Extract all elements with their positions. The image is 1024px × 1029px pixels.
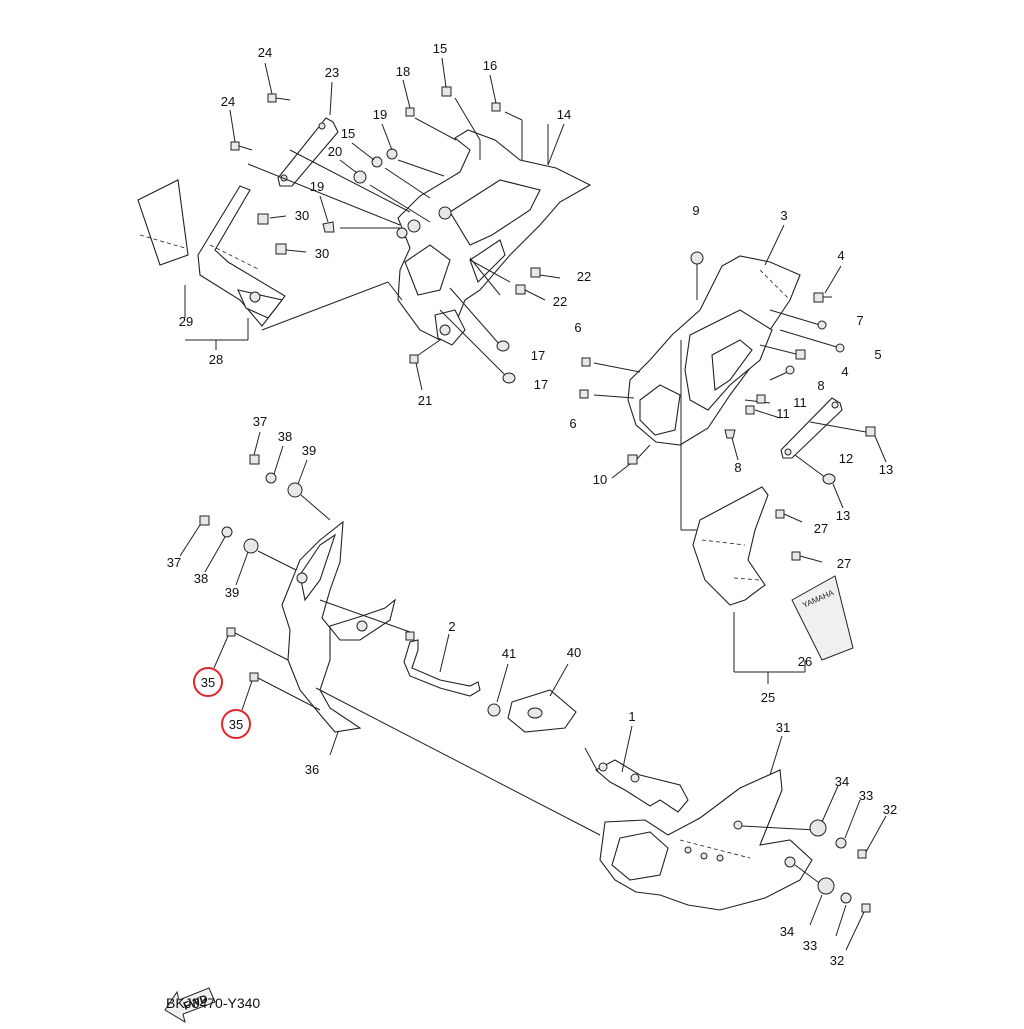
callout: 38 [194, 571, 208, 586]
highlight-ring [221, 709, 251, 739]
callout: 17 [534, 377, 548, 392]
callout: 28 [209, 352, 223, 367]
callout: 3 [780, 208, 787, 223]
callout: 4 [837, 248, 844, 263]
callout: 6 [569, 416, 576, 431]
under-cowl-31 [599, 735, 823, 911]
callout: 27 [814, 521, 828, 536]
lower-fasteners [809, 785, 887, 951]
callout: 13 [879, 462, 893, 477]
stay-2 [403, 631, 481, 697]
callout: 35 [201, 675, 215, 690]
callout: 37 [167, 555, 181, 570]
callout: 25 [761, 690, 775, 705]
callout: 30 [295, 208, 309, 223]
callout: 7 [856, 313, 863, 328]
callout: 23 [325, 65, 339, 80]
callout: 33 [859, 788, 873, 803]
callout: 9 [692, 203, 699, 218]
callout: 41 [502, 646, 516, 661]
callout: 21 [418, 393, 432, 408]
callout: 20 [328, 144, 342, 159]
side-cover-assembly-25: YAMAHA [692, 486, 854, 684]
callout: 11 [793, 395, 807, 410]
callout: 14 [557, 107, 571, 122]
callout: 24 [221, 94, 235, 109]
right-fasteners [579, 251, 876, 485]
callout: 4 [841, 364, 848, 379]
callout: 37 [253, 414, 267, 429]
callout: 39 [225, 585, 239, 600]
callout: 24 [258, 45, 272, 60]
callout: 1 [628, 709, 635, 724]
callout: 15 [341, 126, 355, 141]
callout: 6 [574, 320, 581, 335]
callout: 22 [577, 269, 591, 284]
callout: 38 [278, 429, 292, 444]
callout: 35 [229, 717, 243, 732]
front-bracket-assembly-14 [247, 97, 592, 376]
callout: 33 [803, 938, 817, 953]
callout-labels: 1 2 3 4 4 5 6 6 7 8 8 9 10 11 11 12 13 1… [167, 41, 897, 968]
diagram-code: BKJ3470-Y340 [166, 995, 260, 1011]
callout: 34 [835, 774, 849, 789]
side-panel-assembly-3 [593, 255, 867, 531]
grommet-parts-40-41 [487, 663, 577, 733]
callout: 5 [874, 347, 881, 362]
callout: 22 [553, 294, 567, 309]
screen-assembly-28 [137, 179, 307, 350]
callout: 15 [433, 41, 447, 56]
highlight-ring [193, 667, 223, 697]
callout: 32 [830, 953, 844, 968]
callout: 27 [837, 556, 851, 571]
callout: 32 [883, 802, 897, 817]
callout: 39 [302, 443, 316, 458]
callout: 19 [373, 107, 387, 122]
callout: 13 [836, 508, 850, 523]
callout: 18 [396, 64, 410, 79]
callout: 40 [567, 645, 581, 660]
callout: 16 [483, 58, 497, 73]
top-fasteners [230, 86, 541, 384]
callout: 34 [780, 924, 794, 939]
leader-lines [179, 57, 887, 711]
callout: 31 [776, 720, 790, 735]
callout: 12 [839, 451, 853, 466]
callout: 36 [305, 762, 319, 777]
callout: 8 [734, 460, 741, 475]
callout: 29 [179, 314, 193, 329]
callout: 11 [776, 406, 790, 421]
callout: 19 [310, 179, 324, 194]
callout: 17 [531, 348, 545, 363]
bracket-1 [584, 725, 689, 813]
callout: 26 [798, 654, 812, 669]
inner-panel-assembly-36 [199, 454, 601, 836]
callout: 10 [593, 472, 607, 487]
callout: 2 [448, 619, 455, 634]
callout: 30 [315, 246, 329, 261]
callout: 8 [817, 378, 824, 393]
